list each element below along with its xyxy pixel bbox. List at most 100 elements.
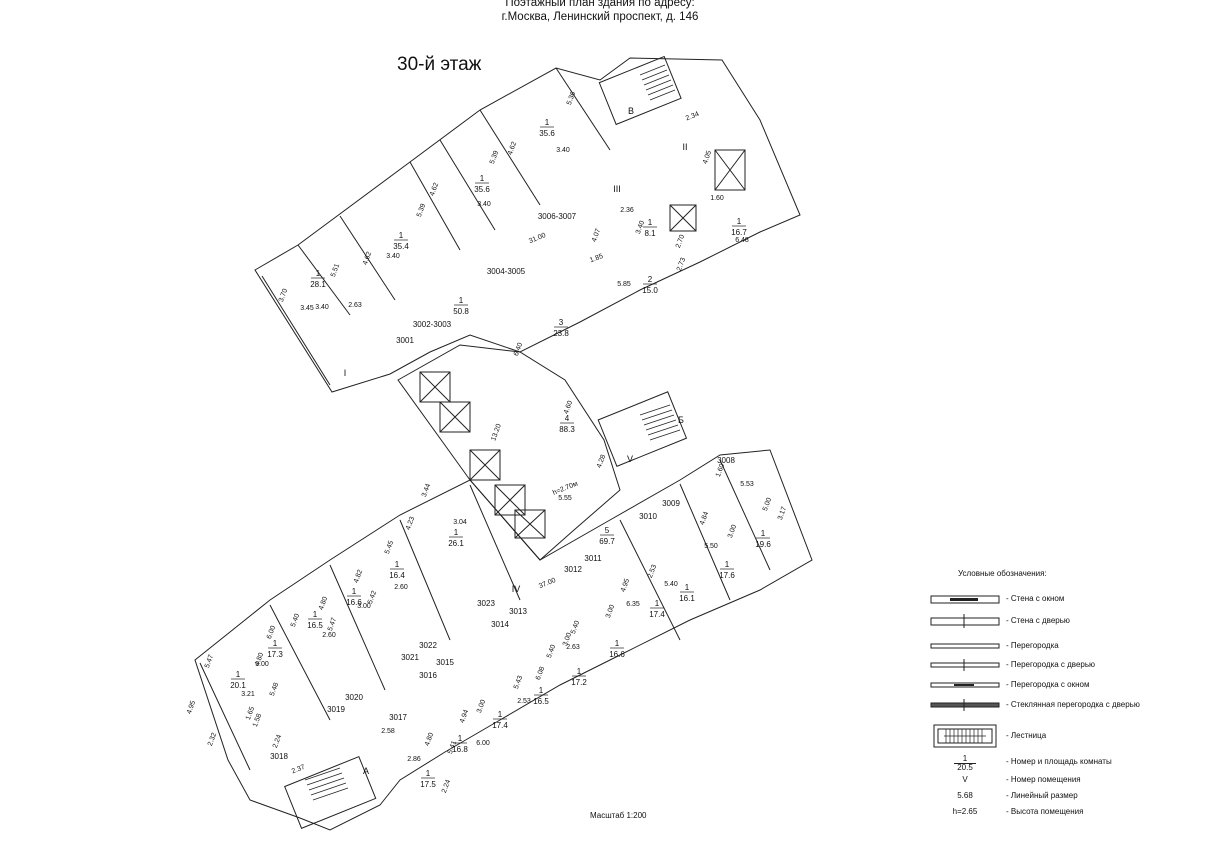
linear-dimension: 4.82 [353,569,364,584]
room-area: 16.6 [609,650,625,659]
legend-label: Стена с дверью [1006,616,1070,625]
legend-item-stairs: Лестница [930,723,1220,749]
linear-dimension: 3.40 [556,147,570,154]
linear-dimension: 5.45 [384,540,395,555]
unit-label: 3021 [401,653,419,662]
linear-dimension: 5.55 [558,495,572,502]
linear-dimension: 3.40 [477,201,491,208]
linear-dimension: 5.40 [546,644,557,659]
room-number: 1 [648,218,653,227]
linear-dimension: 3.40 [315,304,329,311]
room-area: 16.4 [389,571,405,580]
room-number: 1 [577,667,582,676]
room-area: 88.3 [559,425,575,434]
premise-number: IV [512,584,521,594]
stair-core-a [284,755,377,829]
unit-label: 3004-3005 [487,267,526,276]
linear-dimension: 4.60 [563,400,574,415]
unit-label: 3001 [396,336,414,345]
unit-label: 3022 [419,641,437,650]
linear-dimension: 3.40 [635,220,646,235]
linear-dimension: 5.40 [570,620,581,635]
unit-label: 3010 [639,512,657,521]
linear-dimension: 2.86 [407,756,421,763]
linear-dimension: 2.70 [675,234,686,249]
room-area: 16.7 [731,228,747,237]
linear-dimension: 4.62 [362,251,373,266]
stair-label: В [628,106,634,116]
linear-dimension: 4.95 [186,700,197,715]
room-area: 16.8 [452,745,468,754]
room-area: 17.4 [649,610,665,619]
linear-dimension: 3.00 [357,603,371,610]
linear-dimension: 3.00 [476,699,487,714]
room-number: 1 [426,769,431,778]
room-area: 17.5 [420,780,436,789]
linear-dimension: 2.60 [394,584,408,591]
room-number: 1 [395,560,400,569]
linear-dimension: 2.36 [620,207,634,214]
linear-dimension: 4.62 [507,141,518,156]
linear-dimension: 6.35 [626,601,640,608]
legend-label: Стеклянная перегородка с дверью [1006,700,1140,709]
linear-dimension: 5.48 [269,682,280,697]
linear-dimension: 5.85 [617,281,631,288]
elevator-shafts [419,149,746,539]
linear-dimension: 6.00 [476,740,490,747]
unit-label: 3018 [270,752,288,761]
linear-dimension: 5.42 [367,590,378,605]
room-area: 16.1 [679,594,695,603]
legend-label: Линейный размер [1006,791,1078,800]
room-area: 16.6 [346,598,362,607]
linear-dimension: 5.40 [664,581,678,588]
unit-label: 3011 [584,554,602,563]
legend-item-wall-door: Стена с дверью [930,614,1220,628]
stair-label: Б [678,415,684,425]
room-area: 28.1 [310,280,326,289]
unit-label: 3020 [345,693,363,702]
stair-core-b [597,391,688,467]
legend-title: Условные обозначения: [958,569,1047,578]
premise-number: I [344,368,347,378]
room-area: 35.4 [393,242,409,251]
partition-symbol [930,643,1000,649]
legend-label: Высота помещения [1006,807,1084,816]
unit-label: 3002-3003 [413,320,452,329]
room-area: 50.8 [453,307,469,316]
room-area: 19.6 [755,540,771,549]
unit-label: 3019 [327,705,345,714]
room-number: 4 [565,414,570,423]
legend-label: Номер и площадь комнаты [1006,757,1112,766]
room-number: 1 [458,734,463,743]
room-number: 3 [559,318,564,327]
room-number: 1 [352,587,357,596]
room-number: 1 [545,118,550,127]
room-number-area-sample: 1 20.5 [930,755,1000,772]
upper-wing-outline [254,57,801,393]
room-area: 16.5 [307,621,323,630]
room-area: 23.8 [553,329,569,338]
linear-dimension: 5.47 [327,617,338,632]
room-number: 1 [399,231,404,240]
linear-dimension: 5.00 [762,497,773,512]
stair-label: А [363,766,369,776]
unit-label: 3009 [662,499,680,508]
unit-label: 3013 [509,607,527,616]
room-height-sample: h=2.65 [952,807,978,816]
room-number: 1 [725,560,730,569]
linear-dimension: 5.39 [416,203,427,218]
unit-label: 3012 [564,565,582,574]
floor-title: 30-й этаж [397,54,482,75]
linear-dimension: 5.47 [204,654,215,669]
room-number: 1 [539,686,544,695]
stair-treads [304,64,681,801]
premise-number: V [627,454,633,464]
room-number: 1 [454,528,459,537]
linear-dimension-sample: 5.68 [957,791,973,800]
plan-header-line1: Поэтажный план здания по адресу: [505,0,695,9]
linear-dimension: 4.80 [318,596,329,611]
linear-dimension: 4.80 [254,652,265,667]
legend-item-glass-partition-door: Стеклянная перегородка с дверью [930,698,1220,712]
room-area: 16.5 [533,697,549,706]
